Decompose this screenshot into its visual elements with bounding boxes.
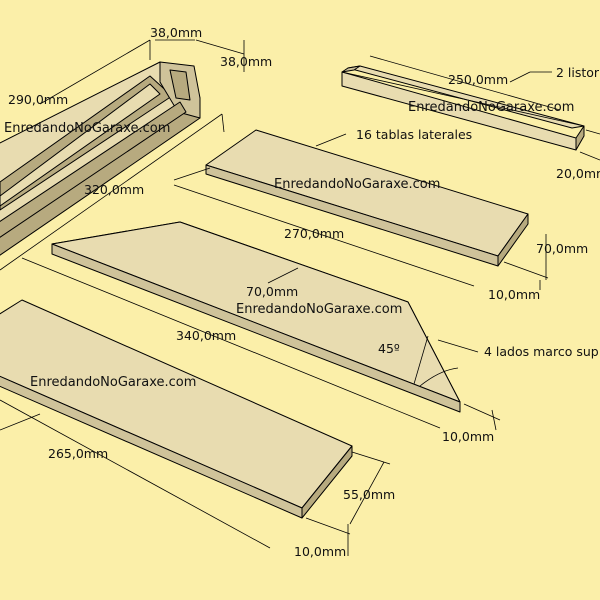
watermark-4: EnredandoNoGaraxe.com [236, 302, 402, 317]
side-board-end [497, 213, 529, 267]
watermark-3: EnredandoNoGaraxe.com [274, 177, 440, 192]
side-board-dim-length: 270,0mm [284, 226, 344, 241]
side-board-top [205, 129, 529, 257]
post-lower-edge [0, 101, 187, 238]
watermark-1: EnredandoNoGaraxe.com [4, 121, 170, 136]
bottom-board-dim-length: 265,0mm [48, 446, 108, 461]
post-dim-width: 38,0mm [150, 25, 202, 40]
frame-callout: 4 lados marco sup [484, 344, 599, 359]
post-dim-slot-length: 290,0mm [8, 92, 68, 107]
liston-end [575, 125, 585, 151]
bottom-board-dimensions [0, 399, 391, 556]
frame-dim-length: 340,0mm [176, 328, 236, 343]
frame-dimensions [21, 257, 501, 431]
frame-dim-angle: 45º [378, 341, 400, 356]
post-piece [0, 61, 201, 256]
liston-end-top [341, 65, 361, 73]
side-board-dim-width: 70,0mm [536, 241, 588, 256]
frame-dim-thickness: 10,0mm [442, 429, 494, 444]
liston-callout: 2 listor [556, 65, 600, 80]
post-slot-floor [0, 83, 161, 207]
liston-dim-width: 20,0mm [556, 166, 600, 181]
frame-dim-width: 70,0mm [246, 284, 298, 299]
bottom-board-end [301, 445, 353, 519]
liston-piece [341, 65, 585, 151]
bottom-board-dim-width: 55,0mm [343, 487, 395, 502]
post-dim-height: 38,0mm [220, 54, 272, 69]
frame-piece [51, 221, 461, 413]
frame-angle-arc [419, 367, 459, 387]
frame-front [51, 243, 461, 413]
post-dimensions [0, 39, 245, 271]
liston-dim-length: 250,0mm [448, 72, 508, 87]
side-board-callout: 16 tablas laterales [356, 127, 472, 142]
side-board-dimensions [173, 133, 549, 290]
liston-dimensions [369, 55, 600, 161]
watermark-5: EnredandoNoGaraxe.com [30, 375, 196, 390]
post-end-slot [169, 69, 191, 101]
post-dim-length: 320,0mm [84, 182, 144, 197]
bottom-board-piece [0, 299, 353, 519]
side-board-dim-thickness: 10,0mm [488, 287, 540, 302]
side-board-piece [205, 129, 529, 267]
watermark-2: EnredandoNoGaraxe.com [408, 100, 574, 115]
bottom-board-dim-thickness: 10,0mm [294, 544, 346, 559]
